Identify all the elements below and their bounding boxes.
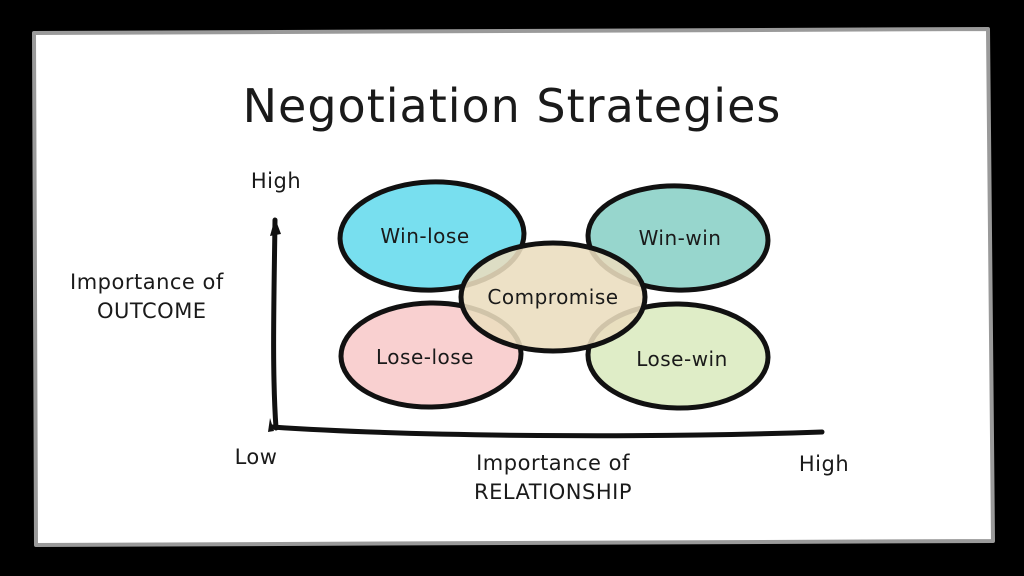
bubble-compromise-shape — [458, 240, 648, 354]
y-axis-high-label: High — [251, 169, 301, 193]
y-axis-title-line2: OUTCOME — [97, 299, 207, 323]
bubble-label-lose-win: Lose-win — [636, 347, 728, 371]
bubble-lose-win-shape — [585, 301, 771, 411]
bubble-label-compromise: Compromise — [487, 285, 618, 309]
x-axis-high-label: High — [799, 452, 849, 476]
y-axis — [270, 217, 281, 431]
x-axis — [268, 418, 825, 439]
y-axis-title-line1: Importance of — [70, 270, 224, 294]
bubble-label-win-lose: Win-lose — [380, 224, 469, 248]
x-axis-low-label: Low — [235, 445, 278, 469]
bubble-lose-win[interactable] — [585, 301, 771, 411]
x-axis-title-line2: RELATIONSHIP — [474, 480, 632, 504]
strategy-bubbles — [337, 179, 771, 411]
bubble-win-win[interactable] — [585, 183, 771, 293]
x-axis-title-line1: Importance of — [476, 451, 630, 475]
bubble-label-win-win: Win-win — [639, 226, 722, 250]
bubble-compromise[interactable] — [458, 240, 648, 354]
page-title: Negotiation Strategies — [243, 79, 782, 133]
bubble-win-win-shape — [585, 183, 771, 293]
bubble-label-lose-lose: Lose-lose — [376, 345, 474, 369]
